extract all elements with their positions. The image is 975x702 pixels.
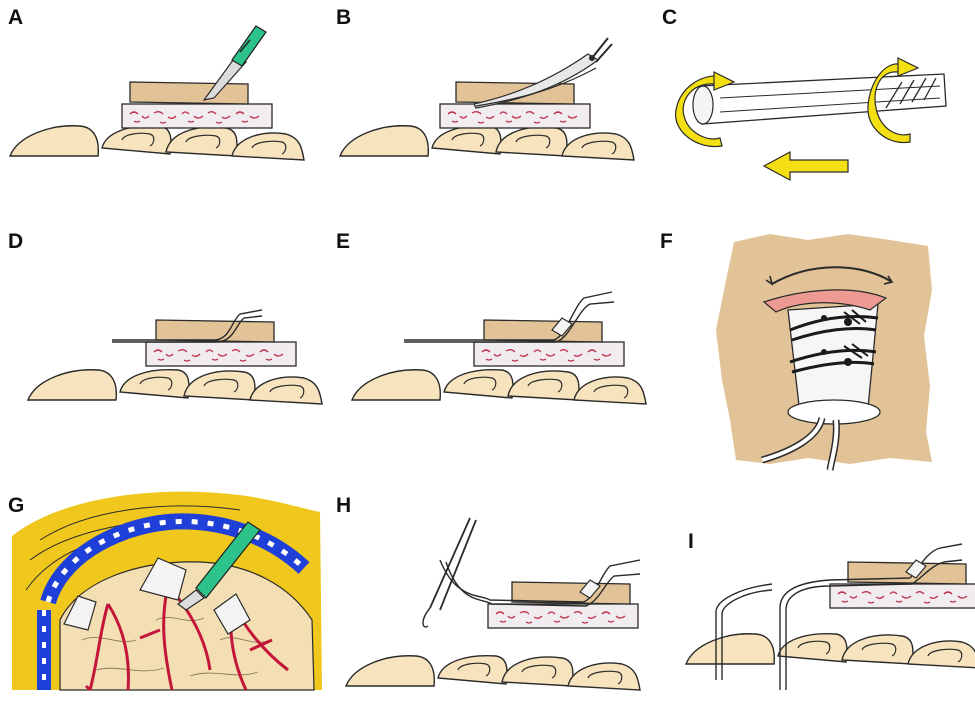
panel-e: E — [336, 230, 646, 404]
panel-b: B — [336, 6, 634, 160]
panel-h: H — [336, 494, 640, 690]
panel-label-f: F — [660, 230, 673, 253]
panel-label-g: G — [8, 494, 24, 517]
panel-label-b: B — [336, 6, 351, 29]
panel-label-d: D — [8, 230, 23, 253]
panel-f: F — [660, 230, 932, 470]
panel-label-a: A — [8, 6, 23, 29]
panel-d: D — [8, 230, 322, 404]
panel-c: C — [662, 6, 946, 180]
direction-arrow-icon — [764, 152, 848, 180]
panel-label-e: E — [336, 230, 350, 253]
panel-g: G — [8, 492, 322, 690]
panel-i: I — [686, 530, 975, 690]
panel-label-h: H — [336, 494, 351, 517]
panel-a: A — [8, 6, 304, 160]
panel-label-c: C — [662, 6, 677, 29]
panel-label-i: I — [688, 530, 694, 553]
